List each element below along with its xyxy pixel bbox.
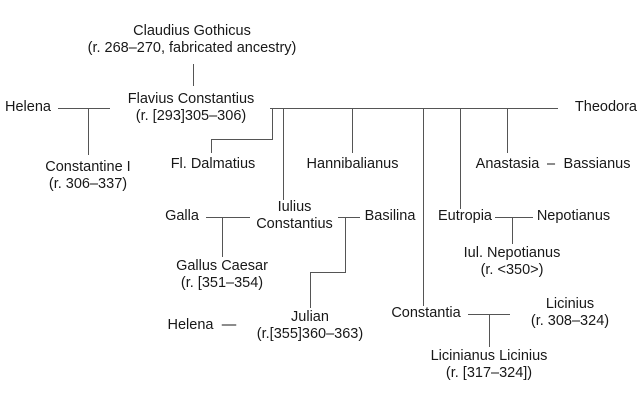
node-label-name: Eutropia [437,208,492,224]
connector-drop-dalmatius-a [272,108,273,140]
node-label-reign: (r. 268–270, fabricated ancestry) [87,40,297,56]
node-label-reign: (r. [351–354) [180,275,264,291]
connector-drop-iul-nepotianus [512,217,513,244]
node-label-surname: Constantius [256,216,333,232]
node-label-name: Theodora [574,99,637,115]
connector-drop-dalmatius-b [211,139,273,140]
node-theodora[interactable]: Theodora [552,99,637,116]
node-claudius-gothicus[interactable]: Claudius Gothicus (r. 268–270, fabricate… [67,23,317,57]
node-label-name: Anastasia [475,156,540,172]
node-label-name: Helena [5,99,51,115]
node-gallus-caesar[interactable]: Gallus Caesar (r. [351–354) [161,258,283,292]
connector-drop-anastasia [507,108,508,153]
node-label-name: Gallus Caesar [176,258,268,274]
connector-drop-constantine [88,108,89,155]
node-label-reign: (r. 308–324) [530,313,610,329]
connector-constantius-theodora-marriage [270,108,558,109]
connector-iulius-basilina-marriage [338,217,360,218]
node-anastasia[interactable]: Anastasia [470,156,545,173]
connector-drop-hannibalianus [352,108,353,153]
connector-galla-iulius-marriage [206,217,250,218]
node-label-name: Iul. Nepotianus [463,245,561,261]
node-label-name: Licinianus Licinius [430,348,548,364]
connector-claudius-to-constantius [193,64,194,86]
node-bassianus[interactable]: Bassianus [557,156,637,173]
node-iulius-constantius[interactable]: Iulius Constantius [250,199,339,233]
node-label-name: Flavius Constantius [127,91,255,107]
node-julian[interactable]: Julian (r.[355]360–363) [239,309,381,343]
node-basilina[interactable]: Basilina [359,208,421,225]
connector-drop-julian-a [345,217,346,273]
node-label-name: Constantine I [45,159,131,175]
node-galla[interactable]: Galla [157,208,207,225]
node-label-name: Claudius Gothicus [133,23,251,39]
connector-drop-gallus-caesar [222,217,223,257]
connector-drop-dalmatius-c [211,139,212,153]
node-eutropia[interactable]: Eutropia [434,208,496,225]
connector-drop-eutropia [460,108,461,209]
node-fl-dalmatius[interactable]: Fl. Dalmatius [163,156,263,173]
dash-glyph: – [546,156,556,172]
node-label-reign: (r. <350>) [480,262,544,278]
node-label-reign: (r. 306–337) [48,176,128,192]
connector-eutropia-nepotianus-marriage [495,217,533,218]
node-label-name: Licinius [545,296,595,312]
node-helena-1[interactable]: Helena [5,99,60,116]
node-constantia[interactable]: Constantia [385,305,467,322]
connector-anastasia-bassianus-dash: – [545,156,557,173]
node-helena-2[interactable]: Helena [163,317,218,334]
node-label-name: Bassianus [563,156,631,172]
connector-drop-constantia [423,108,424,306]
node-label-reign: (r. [317–324]) [445,365,533,381]
node-label-reign: (r.[355]360–363) [256,326,364,342]
connector-drop-licinianus [489,314,490,347]
node-label-name: Fl. Dalmatius [170,156,256,172]
node-label-name: Julian [291,309,329,325]
connector-helena-constantius-marriage [58,108,110,109]
connector-drop-iulius-constantius [283,108,284,200]
node-flavius-constantius[interactable]: Flavius Constantius (r. [293]305–306) [110,91,272,125]
dash-glyph: — [221,317,237,333]
node-label-name: Hannibalianus [306,156,399,172]
node-constantine-i[interactable]: Constantine I (r. 306–337) [26,159,150,193]
connector-drop-julian-c [310,272,311,308]
node-hannibalianus[interactable]: Hannibalianus [300,156,405,173]
node-licinius[interactable]: Licinius (r. 308–324) [509,296,631,330]
node-label-name: Constantia [391,305,461,321]
node-iul-nepotianus[interactable]: Iul. Nepotianus (r. <350>) [452,245,572,279]
node-label-reign: (r. [293]305–306) [135,108,247,124]
node-label-name: Basilina [364,208,416,224]
node-label-name: Iulius [277,199,312,215]
connector-drop-julian-b [310,272,346,273]
node-label-name: Galla [165,208,199,224]
node-label-name: Nepotianus [536,208,611,224]
node-nepotianus[interactable]: Nepotianus [531,208,616,225]
connector-helena2-julian-dash: — [221,317,237,334]
node-licinianus-licinius[interactable]: Licinianus Licinius (r. [317–324]) [408,348,570,382]
node-label-name: Helena [167,317,214,333]
